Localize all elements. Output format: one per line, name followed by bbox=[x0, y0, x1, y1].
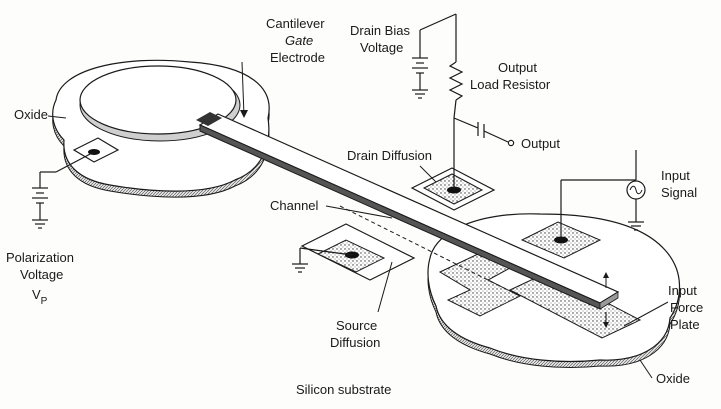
output-load-label-line1: Output bbox=[498, 60, 537, 75]
output-terminal bbox=[507, 139, 515, 147]
source-label-line2: Diffusion bbox=[330, 335, 380, 350]
polarization-subscript: P bbox=[41, 296, 48, 307]
source-diffusion bbox=[300, 223, 416, 281]
electrode-pad bbox=[79, 65, 241, 142]
output-label: Output bbox=[521, 136, 560, 151]
polarization-battery bbox=[32, 151, 95, 229]
channel-label: Channel bbox=[270, 198, 319, 213]
cantilever-beam bbox=[196, 112, 620, 310]
leader-lines bbox=[47, 61, 669, 379]
polarization-symbol-v: V bbox=[32, 287, 41, 302]
polarization-label-line2: Voltage bbox=[20, 267, 63, 282]
input-force-label-line2: Force bbox=[670, 300, 703, 315]
input-force-label-line3: Plate bbox=[670, 317, 700, 332]
cantilever-label-line1: Cantilever bbox=[266, 16, 325, 31]
polarization-label-line1: Polarization bbox=[6, 250, 74, 265]
input-force-plate bbox=[438, 253, 642, 339]
output-coupling bbox=[453, 117, 515, 147]
drain-diffusion bbox=[410, 167, 496, 211]
input-signal-label-line2: Signal bbox=[661, 185, 697, 200]
motion-arrows bbox=[603, 272, 609, 328]
source-label-line1: Source bbox=[336, 318, 377, 333]
cantilever-label-line2: Gate bbox=[285, 33, 313, 48]
oxide-left-label: Oxide bbox=[14, 107, 48, 122]
drain-bias-label-line2: Voltage bbox=[360, 40, 403, 55]
oxide-right-label: Oxide bbox=[656, 371, 690, 386]
input-signal-label-line1: Input bbox=[661, 168, 690, 183]
source-ground bbox=[292, 247, 353, 273]
cantilever-label-line3: Electrode bbox=[270, 50, 325, 65]
input-signal-source bbox=[560, 150, 646, 240]
drain-bias-label-line1: Drain Bias bbox=[350, 23, 410, 38]
drain-bias-circuit bbox=[412, 13, 464, 190]
substrate-label: Silicon substrate bbox=[296, 382, 391, 397]
input-force-label-line1: Input bbox=[668, 283, 697, 298]
polarization-symbol: VP bbox=[32, 287, 48, 307]
channel-line bbox=[339, 205, 521, 297]
output-load-label-line2: Load Resistor bbox=[470, 77, 551, 92]
drain-diffusion-label: Drain Diffusion bbox=[347, 148, 432, 163]
